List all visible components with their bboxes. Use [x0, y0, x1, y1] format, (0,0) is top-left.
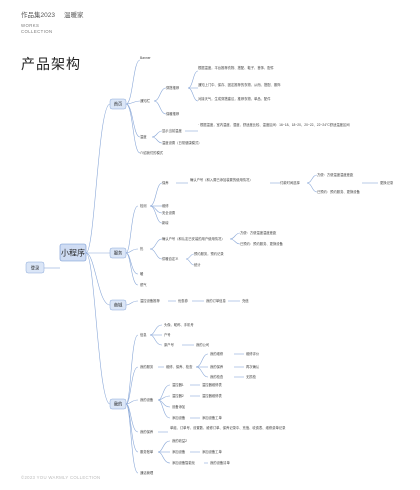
md2b-node: 温控器维修表: [202, 393, 222, 398]
hot-entry-node: 确认户号（和认定已安装的用户使用情况）: [162, 236, 225, 241]
b2b-node: 添加设备工单: [202, 449, 222, 454]
m3-node: 我的订单信息: [206, 298, 226, 303]
mall-subtree: 温控设备推荐 优惠券 我的订单信息 充值: [140, 298, 249, 303]
login-node[interactable]: 登录: [25, 261, 45, 274]
home-subtree: Banner 通知栏 穿搭推荐 根据温度，平台推荐衣物、搭配、鞋子、首饰、配件 …: [140, 56, 350, 155]
brand: 作品集2023: [21, 12, 55, 19]
maintain-node: 维修: [162, 203, 169, 208]
md1-node: 温控器1: [172, 382, 184, 387]
bill-node: 服务账单: [140, 449, 154, 454]
ms3-node: 维修评价: [246, 351, 260, 356]
login-label: 登录: [31, 265, 40, 271]
md1b-node: 温控器维修表: [202, 382, 222, 387]
brand-line: 作品集2023 温暖家: [21, 9, 84, 19]
md3-node: 设备添加: [172, 404, 185, 409]
mine-label: 我的: [114, 401, 123, 408]
service-node[interactable]: 服务: [109, 247, 127, 259]
m1-node: 温控设备推荐: [140, 298, 160, 303]
md2-node: 温控器2: [172, 393, 184, 398]
b1-node: 我的收益2: [172, 438, 187, 443]
ms1-node: 维修、保养、检查: [166, 364, 193, 369]
b3-node: 添加设备智能化: [172, 460, 196, 465]
detect-node: 检测: [140, 203, 147, 208]
hc2-node: 统计: [194, 262, 201, 267]
hot-node: 热: [140, 246, 144, 251]
ms7-node: 无损检: [246, 374, 257, 379]
safety-node: 安全设置: [162, 210, 176, 215]
settings-node: 通话管理: [140, 470, 154, 475]
root-node[interactable]: 小程序: [59, 243, 87, 262]
temp-detail-node: · 根据温度，室内温度、湿度、舒适度比较、温度区间：16~18、18~20、20…: [198, 122, 350, 127]
a1-node: 方便：方便温度温度差距: [317, 172, 354, 177]
water-node: 暖: [140, 271, 144, 276]
root-label: 小程序: [61, 248, 85, 258]
header: 作品集2023 温暖家 WORKS COLLECTION: [21, 9, 84, 34]
hc1-node: 预约服务，预约记录: [194, 251, 224, 256]
new-device-node: 新增: [162, 220, 169, 225]
works-label: WORKS: [21, 23, 40, 28]
mine-node[interactable]: 我的: [109, 398, 127, 410]
i3b-node: 我的公司: [196, 342, 209, 347]
ms6-node: 我的检查: [210, 374, 224, 379]
wr3-node: 对接天气，生成穿搭建议，推荐衣物、单品、配件: [198, 96, 271, 101]
care-rec-node: 保暖推荐: [166, 111, 180, 116]
myservice-node: 我的服务: [140, 364, 154, 369]
temp-set-node: 温度设置（日常健康模式）: [162, 140, 202, 145]
company-node: 介绍我们的模式: [140, 150, 164, 155]
info-node: 信息: [140, 332, 147, 337]
page-title: 产品架构: [21, 56, 81, 72]
detect-entry-node: 确认户号（和入置已添加装置的使用情况）: [190, 177, 253, 182]
wr1-node: 根据温度，平台推荐衣物、搭配、鞋子、首饰、配件: [198, 65, 275, 70]
wr2-node: 通知上门中、保存、固定推荐的衣物、从而、搭配、服饰: [198, 82, 281, 87]
mine-subtree: 信息 头像、昵称、手机号 户号 原户号 我的公司 我的服务 维修、保养、检查 我…: [140, 322, 286, 475]
home-node[interactable]: 首页: [109, 98, 127, 110]
author: 温暖家: [64, 12, 84, 19]
gas-node: 燃气: [140, 282, 147, 287]
home-label: 首页: [114, 101, 123, 108]
ms5-node: 再次确认: [246, 364, 260, 369]
ms2-node: 我的维修: [210, 351, 224, 356]
service-subtree: 检测 保养 确认户号（和入置已添加装置的使用情况） 付款时间选择 方便：方便温度…: [140, 172, 394, 287]
i2-node: 户号: [164, 332, 171, 337]
weather-rec-node: 穿搭推荐: [166, 85, 180, 90]
mall-node[interactable]: 商城: [109, 299, 127, 311]
a3-node: 更换记录: [380, 180, 394, 185]
footer-text: ©2023 YOU WARMLY COLLECTION: [21, 475, 101, 480]
mall-label: 商城: [114, 302, 123, 309]
banner-node: Banner: [140, 56, 152, 60]
heat-custom-node: 供暖自定义: [162, 256, 179, 261]
i3-node: 原户号: [164, 342, 175, 347]
notice-node: 通知栏: [140, 98, 151, 103]
s1-node: 方便：方便温度温度差距: [240, 230, 277, 235]
i1-node: 头像、昵称、手机号: [164, 322, 194, 327]
mycare-node: 我的保养: [140, 429, 154, 434]
ms4-node: 我的保养: [210, 364, 224, 369]
a2-node: 已预约：预约服务、更换设备: [317, 189, 361, 194]
md4b-node: 添加设备工单: [202, 415, 222, 420]
mydevice-node: 我的设备: [140, 397, 154, 402]
m4-node: 充值: [242, 298, 249, 303]
temp-node: 温度: [140, 134, 147, 139]
collection-label: COLLECTION: [21, 28, 53, 34]
md4-node: 添加设备: [172, 415, 186, 420]
m2-node: 优惠券: [178, 298, 189, 303]
repair-node: 保养: [162, 180, 169, 185]
b3b-node: 我的设备清单: [210, 460, 230, 465]
b2-node: 添加设备: [172, 449, 186, 454]
s2-node: 已预约：预约服务、更换设备: [240, 241, 284, 246]
add-device-branch-node: 付款时间选择: [280, 180, 300, 185]
service-label: 服务: [114, 250, 123, 257]
temp-notice-node: 显示当前温度: [162, 128, 182, 133]
mc1-node: 单组、订单号、设置数、维修订单、保养记录中、充值、收费表、维修费单记录: [170, 425, 286, 430]
